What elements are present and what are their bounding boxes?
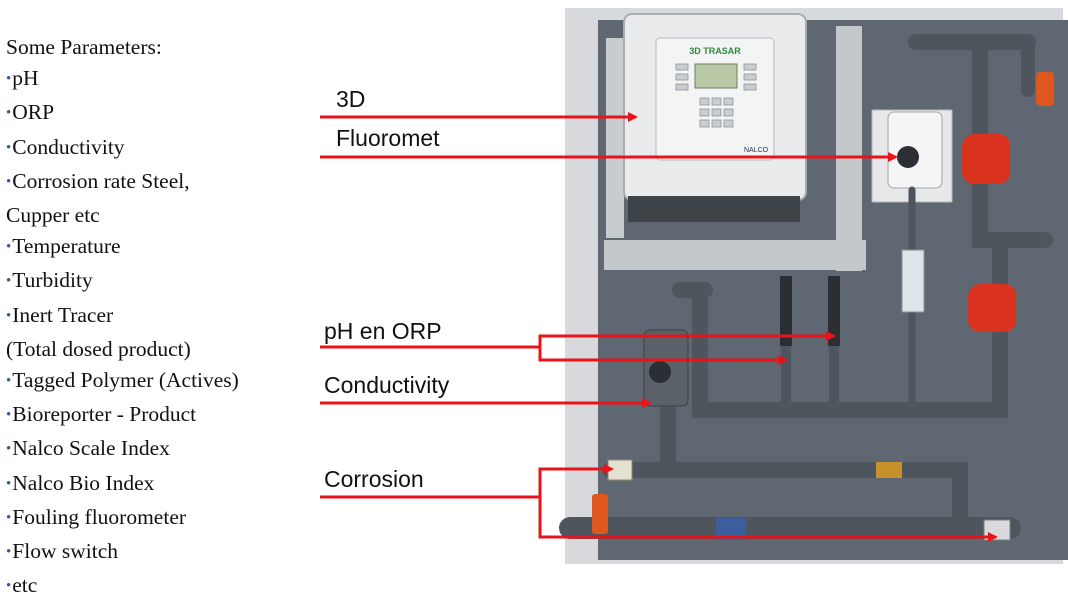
- parameter-item-text: Fouling fluorometer: [12, 504, 187, 529]
- ph-probe: [780, 276, 792, 346]
- parameter-item: •etc: [6, 570, 316, 604]
- bullet-icon: •: [6, 373, 12, 390]
- bullet-icon: •: [6, 578, 12, 595]
- parameter-item-text: Corrosion rate Steel,: [12, 168, 190, 193]
- bullet-icon: •: [6, 441, 12, 458]
- parameter-item-text: Tagged Polymer (Actives): [12, 368, 239, 393]
- parameter-item: •Nalco Bio Index: [6, 468, 316, 502]
- orange-valve-handle: [1036, 72, 1054, 106]
- flow-meter: [901, 249, 925, 313]
- parameter-item: •Corrosion rate Steel,: [6, 166, 316, 200]
- parameter-item-text: Bioreporter - Product: [12, 402, 197, 427]
- parameter-heading: Some Parameters:: [6, 35, 162, 59]
- controller-display: [694, 63, 738, 89]
- parameter-item: •Bioreporter - Product: [6, 399, 316, 433]
- bullet-icon: •: [6, 71, 12, 88]
- parameter-item: •Temperature: [6, 231, 316, 265]
- corrosion-coupon: [876, 462, 902, 478]
- bullet-icon: •: [6, 173, 12, 190]
- parameter-item: (Total dosed product): [6, 334, 316, 365]
- equipment-photo: 3D TRASAR NALCO: [320, 8, 1068, 564]
- parameter-item-text: ORP: [12, 100, 55, 125]
- conductivity-sensor: [649, 361, 671, 383]
- parameter-item: •Conductivity: [6, 132, 316, 166]
- controller-keypad: [675, 63, 757, 128]
- parameter-item-text: (Total dosed product): [6, 336, 191, 361]
- parameter-item: •Fouling fluorometer: [6, 502, 316, 536]
- parameter-item: •Tagged Polymer (Actives): [6, 365, 316, 399]
- bullet-icon: •: [6, 139, 12, 156]
- parameter-items: •pH•ORP•Conductivity•Corrosion rate Stee…: [6, 63, 316, 604]
- controller-brand: NALCO: [744, 147, 769, 154]
- orp-probe: [828, 276, 840, 346]
- parameter-item-text: Temperature: [12, 234, 121, 259]
- label-3d: 3D: [336, 86, 366, 112]
- parameter-item: •Turbidity: [6, 265, 316, 299]
- parameter-item: •pH: [6, 63, 316, 97]
- parameter-item: •Inert Tracer: [6, 300, 316, 334]
- parameter-item-text: etc: [12, 573, 38, 598]
- bullet-icon: •: [6, 544, 12, 561]
- label-fluoromet: Fluoromet: [336, 125, 440, 151]
- controller-logo: 3D TRASAR: [689, 46, 741, 56]
- arrow-orp: [538, 331, 836, 347]
- side-rail: [606, 38, 624, 238]
- parameter-item-text: Inert Tracer: [12, 302, 114, 327]
- bullet-icon: •: [6, 475, 12, 492]
- parameter-item: •Flow switch: [6, 536, 316, 570]
- parameter-item-text: Turbidity: [12, 268, 93, 293]
- parameter-item-text: Cupper etc: [6, 203, 100, 228]
- orange-pump-lower: [968, 284, 1016, 332]
- parameter-item: •Nalco Scale Index: [6, 433, 316, 467]
- cable-channel: [836, 26, 862, 271]
- label-corrosion: Corrosion: [324, 466, 424, 492]
- label-conductivity: Conductivity: [324, 372, 450, 398]
- parameter-item-text: Flow switch: [12, 539, 118, 564]
- arrow-corrosion-lower: [538, 497, 998, 542]
- arrow-corrosion-upper: [538, 464, 614, 497]
- parameter-item-text: pH: [12, 66, 39, 91]
- bullet-icon: •: [6, 273, 12, 290]
- parameter-list: Some Parameters: •pH•ORP•Conductivity•Co…: [6, 32, 316, 604]
- bullet-icon: •: [6, 105, 12, 122]
- parameter-item-text: Nalco Bio Index: [12, 470, 155, 495]
- orange-inlet-valve: [592, 494, 608, 534]
- arrow-ph: [538, 347, 788, 365]
- label-ph-orp: pH en ORP: [324, 318, 442, 344]
- bullet-icon: •: [6, 509, 12, 526]
- parameter-item: Cupper etc: [6, 200, 316, 231]
- horizontal-rail: [604, 240, 866, 270]
- parameter-item-text: Conductivity: [12, 134, 125, 159]
- fluorometer-sensor: [897, 146, 919, 168]
- bullet-icon: •: [6, 239, 12, 256]
- bullet-icon: •: [6, 307, 12, 324]
- bullet-icon: •: [6, 407, 12, 424]
- corrosion-probe-holder: [716, 518, 746, 540]
- controller-cable-glands: [628, 196, 800, 222]
- parameter-item: •ORP: [6, 97, 316, 131]
- orange-pump-upper: [962, 134, 1010, 184]
- callout-arrows: [320, 112, 998, 542]
- parameter-item-text: Nalco Scale Index: [12, 436, 170, 461]
